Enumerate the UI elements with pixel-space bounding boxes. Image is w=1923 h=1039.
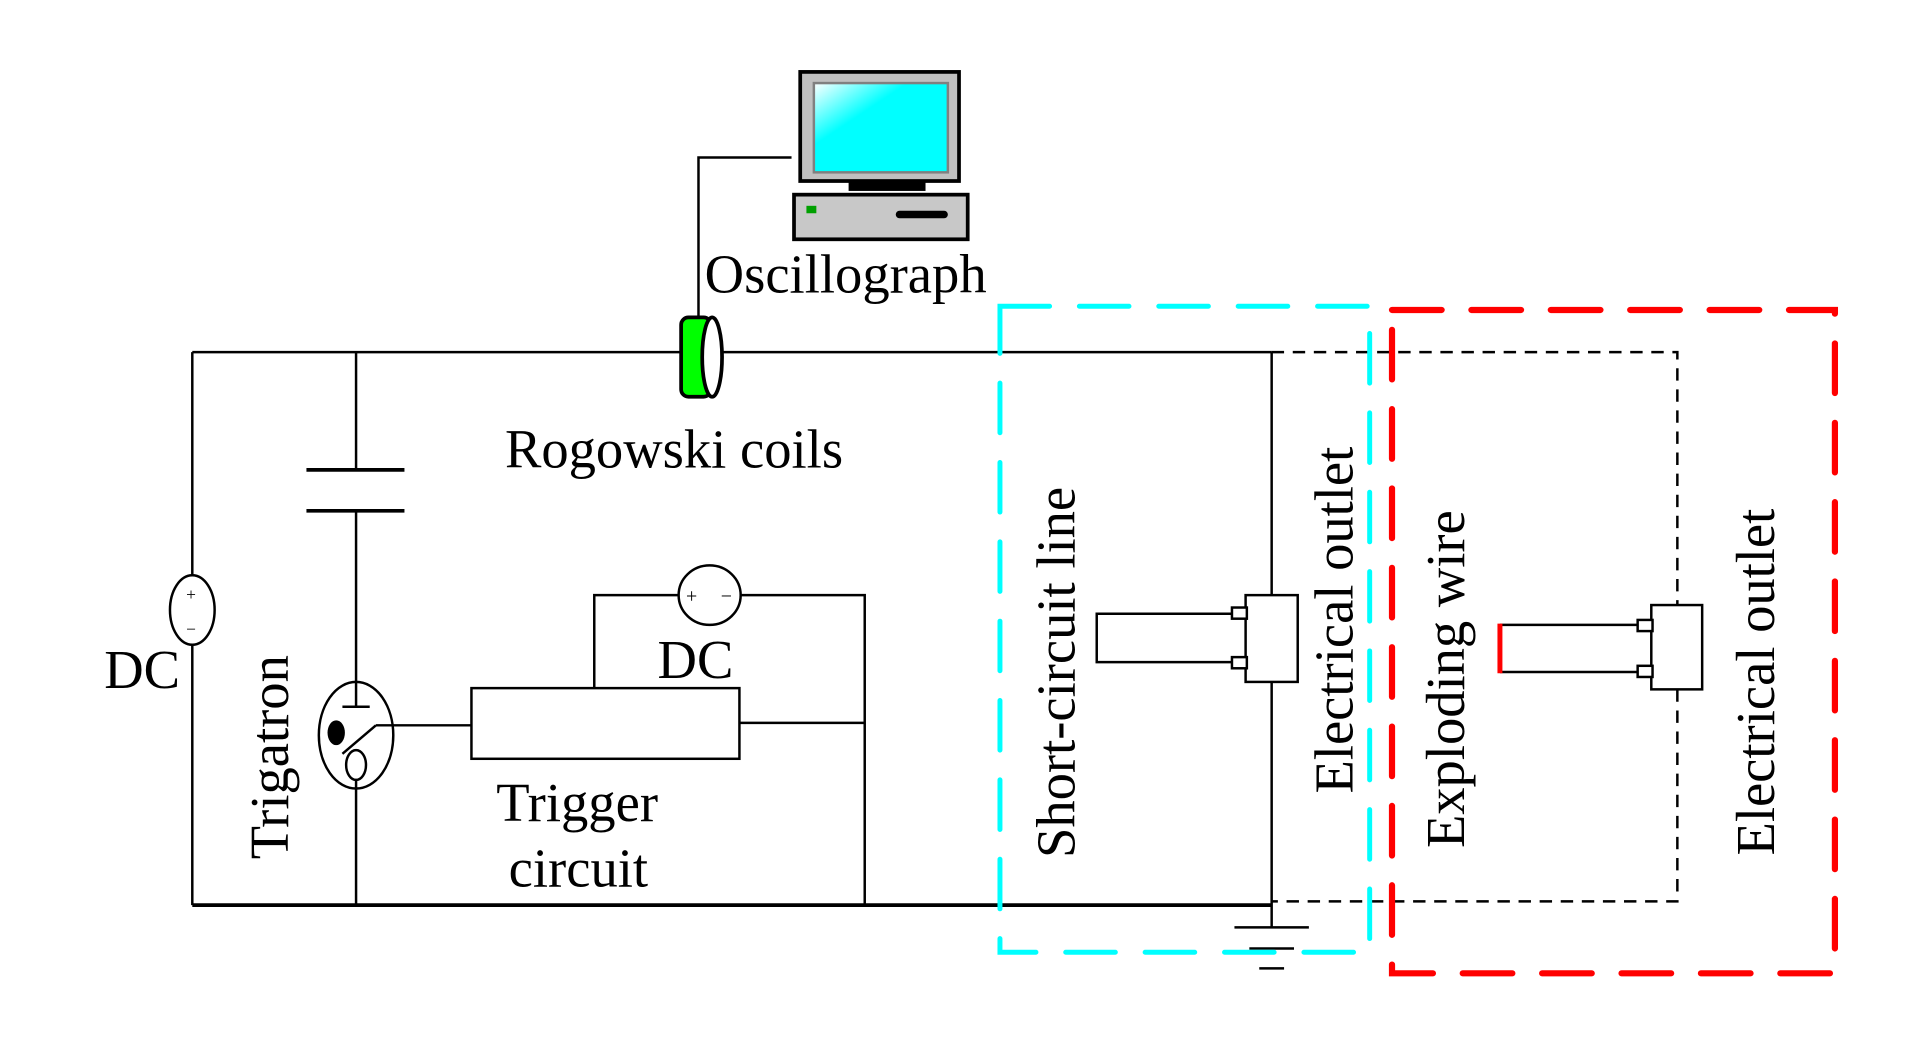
plus-sign: + [686, 586, 697, 608]
dc-trigger-label: DC [658, 629, 734, 690]
extension-dashed-wire-bottom [1271, 689, 1679, 903]
oscillograph-label: Oscillograph [705, 244, 987, 305]
minus-sign: − [186, 620, 196, 639]
short-circuit-line-label: Short-circuit line [1025, 487, 1086, 858]
trigger-label-1: Trigger [496, 772, 658, 833]
capacitor-icon [306, 468, 405, 513]
trigger-circuit-box [470, 686, 741, 761]
exploding-wire-label: Exploding wire [1415, 510, 1476, 848]
electrical-outlet-2-label: Electrical outlet [1725, 509, 1786, 856]
rogowski-coil-icon [679, 315, 724, 399]
outlet-icon [1230, 593, 1299, 684]
ground-icon [1234, 926, 1309, 970]
dc-source-icon: + − [168, 574, 216, 646]
trigger-loop-right [740, 593, 866, 906]
short-circuit-wire [1095, 612, 1232, 664]
extension-dashed-wire [1271, 350, 1679, 606]
computer-icon [792, 70, 970, 242]
trigatron-icon [317, 680, 472, 906]
electrical-outlet-1-label: Electrical outlet [1303, 447, 1364, 794]
plus-sign: + [186, 585, 196, 604]
trigger-loop-left [593, 593, 680, 689]
trigger-label-2: circuit [509, 838, 648, 899]
outlet-icon [1636, 603, 1704, 691]
trigatron-label: Trigatron [239, 655, 300, 859]
rogowski-label: Rogowski coils [505, 418, 843, 479]
short-circuit-region [997, 303, 1373, 955]
dc-main-label: DC [104, 639, 180, 700]
dc-source-icon: + − [677, 564, 742, 627]
minus-sign: − [721, 586, 732, 608]
signal-cable [697, 156, 792, 320]
